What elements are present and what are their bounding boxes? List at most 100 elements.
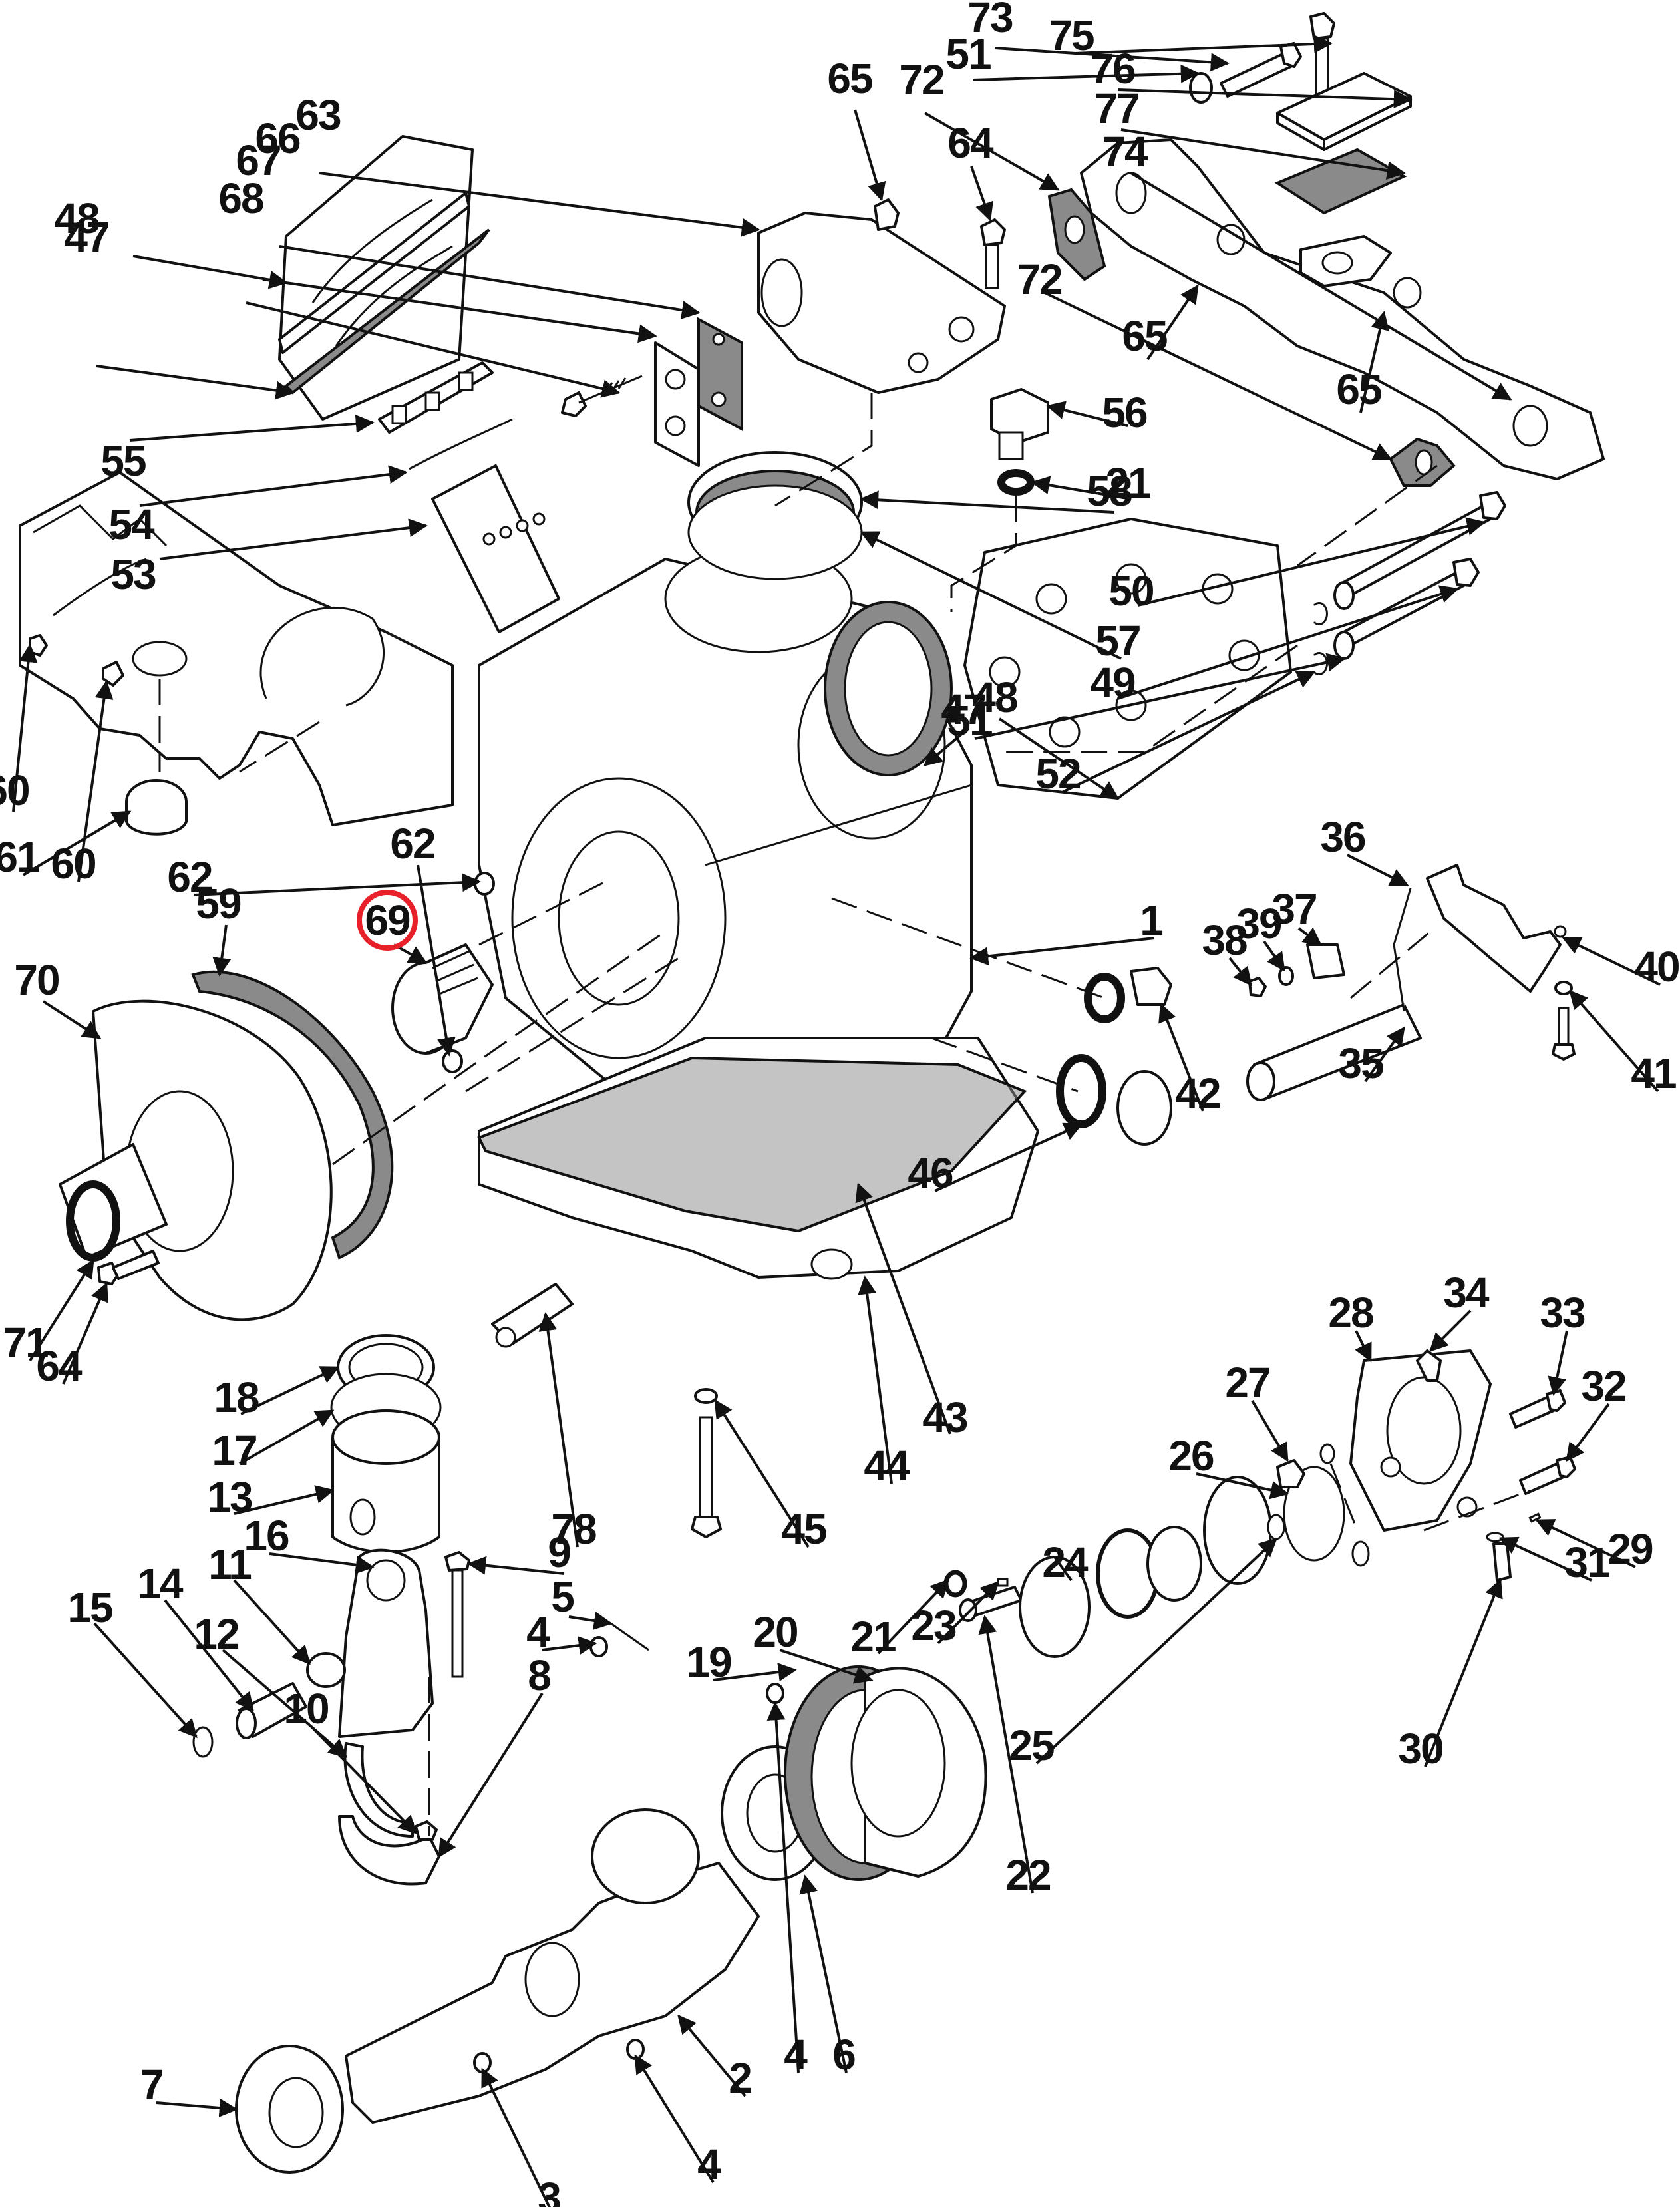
- callout-46-plug-o-ring[interactable]: 46: [908, 1149, 954, 1197]
- callout-36-o-ring[interactable]: 36: [1320, 813, 1367, 861]
- callout-37-clamp[interactable]: 37: [1271, 885, 1317, 933]
- wrist-pin-bushing-11: [306, 1652, 346, 1688]
- callout-4-crankshaft-plug[interactable]: 4: [697, 2140, 723, 2188]
- callout-66-gasket[interactable]: 66: [255, 114, 301, 162]
- callout-55-valve-plate[interactable]: 55: [100, 437, 147, 485]
- rod-nut-10: [415, 1820, 438, 1841]
- callout-30-bolt[interactable]: 30: [1398, 1725, 1444, 1773]
- callout-62-plug[interactable]: 62: [390, 820, 436, 868]
- callout-26-gasket[interactable]: 26: [1168, 1432, 1215, 1480]
- callout-16-nut[interactable]: 16: [244, 1512, 290, 1560]
- callout-48-cylinder-head[interactable]: 48: [54, 194, 100, 242]
- callout-61-sight-glass[interactable]: 61: [0, 833, 41, 881]
- callout-73-bolt[interactable]: 73: [967, 0, 1014, 41]
- callout-22-drive-shaft[interactable]: 22: [1005, 1851, 1052, 1899]
- callout-24-oil-pump-kit[interactable]: 24: [1042, 1538, 1090, 1586]
- callout-68-bolt[interactable]: 68: [218, 174, 265, 222]
- callout-1-crankcase[interactable]: 1: [1140, 896, 1164, 944]
- callout-51-washer[interactable]: 51: [945, 30, 992, 78]
- callout-45-bolt-washer[interactable]: 45: [781, 1505, 828, 1553]
- callout-72-gasket[interactable]: 72: [1017, 255, 1063, 303]
- callout-31-washer[interactable]: 31: [1564, 1538, 1611, 1586]
- callout-38-nut[interactable]: 38: [1202, 916, 1248, 964]
- callout-76-plate[interactable]: 76: [1090, 45, 1136, 92]
- callout-32-bolt[interactable]: 32: [1581, 1362, 1627, 1410]
- callout-10-rod-nut[interactable]: 10: [283, 1685, 329, 1733]
- callout-54-gasket[interactable]: 54: [108, 500, 156, 548]
- callout-60-fitting[interactable]: 60: [51, 840, 96, 888]
- callout-50-bolt[interactable]: 50: [1108, 567, 1154, 615]
- callout-8-connecting-rod-cap[interactable]: 8: [528, 1651, 552, 1699]
- callout-43-gasket[interactable]: 43: [922, 1393, 969, 1441]
- callout-20-bearing-housing[interactable]: 20: [753, 1608, 798, 1656]
- callout-56-plug[interactable]: 56: [1102, 389, 1148, 436]
- callout-57-gasket[interactable]: 57: [1095, 617, 1141, 665]
- callout-58-cover[interactable]: 58: [1087, 467, 1133, 515]
- callout-12-rod-bearing[interactable]: 12: [194, 1610, 240, 1658]
- callout-42-plug-o-ring[interactable]: 42: [1175, 1069, 1222, 1117]
- callout-75-bolt[interactable]: 75: [1049, 11, 1095, 59]
- callout-62-plug[interactable]: 62: [167, 853, 214, 901]
- callout-34-fitting[interactable]: 34: [1443, 1269, 1491, 1317]
- callout-19-gasket[interactable]: 19: [686, 1638, 733, 1686]
- callout-52-washer[interactable]: 52: [1035, 750, 1082, 798]
- callout-2-crankshaft[interactable]: 2: [729, 2054, 753, 2102]
- callout-28-pump-cover[interactable]: 28: [1328, 1289, 1375, 1337]
- callout-3-crankshaft-plug[interactable]: 3: [538, 2174, 562, 2207]
- leader-66: [279, 245, 701, 319]
- callout-9-rod-bolt[interactable]: 9: [548, 1528, 572, 1576]
- callout-60-fitting[interactable]: 60: [0, 766, 31, 814]
- callout-44-bottom-plate[interactable]: 44: [864, 1442, 912, 1490]
- callout-47-gasket[interactable]: 47: [941, 685, 987, 733]
- callout-4-crankshaft-plug[interactable]: 4: [526, 1608, 552, 1656]
- callout-11-wrist-pin-bushing[interactable]: 11: [208, 1540, 252, 1588]
- cylinder-head-left: [278, 135, 474, 421]
- callout-7-main-bearing[interactable]: 7: [140, 2061, 164, 2109]
- callout-63-service-valve[interactable]: 63: [295, 91, 342, 139]
- callout-17-piston-ring[interactable]: 17: [212, 1427, 257, 1474]
- callout-13-piston[interactable]: 13: [207, 1473, 253, 1521]
- leader-36: [1347, 854, 1409, 886]
- callout-47-gasket[interactable]: 47: [64, 213, 110, 261]
- callout-15-retaining-ring[interactable]: 15: [67, 1584, 114, 1631]
- callout-21-o-ring[interactable]: 21: [850, 1613, 897, 1661]
- callout-33-bolt[interactable]: 33: [1540, 1289, 1586, 1337]
- callout-72-gasket[interactable]: 72: [899, 56, 945, 104]
- callout-65-plug[interactable]: 65: [1122, 312, 1168, 360]
- callout-27-plug[interactable]: 27: [1225, 1359, 1271, 1407]
- callout-67-plate[interactable]: 67: [236, 136, 281, 184]
- leader-62a: [194, 873, 481, 896]
- callout-35-oil-screen[interactable]: 35: [1338, 1039, 1385, 1087]
- callout-39-washer[interactable]: 39: [1236, 900, 1283, 947]
- callout-25-o-ring[interactable]: 25: [1009, 1721, 1055, 1769]
- callout-70-seal-plate[interactable]: 70: [14, 956, 60, 1004]
- callout-18-piston-top[interactable]: 18: [214, 1373, 260, 1421]
- callout-14-wrist-pin[interactable]: 14: [137, 1560, 185, 1608]
- callout-53-cylinder-liner[interactable]: 53: [110, 550, 157, 598]
- callout-6-main-bearing[interactable]: 6: [832, 2031, 856, 2079]
- callout-71-seal[interactable]: 71: [3, 1319, 49, 1367]
- callout-41-bolt-washer[interactable]: 41: [1631, 1049, 1677, 1097]
- callout-40-bracket[interactable]: 40: [1634, 943, 1680, 991]
- callout-29-pin[interactable]: 29: [1607, 1525, 1654, 1573]
- callout-64-bolt[interactable]: 64: [36, 1342, 84, 1390]
- callout-69-seal-assembly[interactable]: 69: [365, 896, 411, 944]
- callout-49-bolt[interactable]: 49: [1090, 659, 1136, 707]
- callout-5-pin[interactable]: 5: [551, 1573, 575, 1621]
- callout-74-manifold[interactable]: 74: [1102, 128, 1150, 176]
- fitting-60-mid: [102, 661, 124, 687]
- bolt-33: [1509, 1389, 1566, 1429]
- callout-59-gasket[interactable]: 59: [196, 880, 242, 928]
- callout-65-plug[interactable]: 65: [827, 55, 874, 102]
- leader-39: [1263, 940, 1285, 972]
- callout-64-bolt[interactable]: 64: [947, 119, 995, 167]
- callout-23-key[interactable]: 23: [911, 1602, 957, 1649]
- callout-78-fitting[interactable]: 78: [551, 1505, 597, 1553]
- callout-21-o-ring[interactable]: 21: [1105, 459, 1152, 507]
- callout-4-crankshaft-plug[interactable]: 4: [784, 2031, 809, 2079]
- leader-60a: [12, 643, 38, 812]
- callout-65-plug[interactable]: 65: [1336, 365, 1383, 413]
- callout-77-gasket[interactable]: 77: [1094, 85, 1140, 132]
- callout-48-cylinder-head[interactable]: 48: [972, 673, 1019, 721]
- callout-51-washer[interactable]: 51: [947, 697, 993, 745]
